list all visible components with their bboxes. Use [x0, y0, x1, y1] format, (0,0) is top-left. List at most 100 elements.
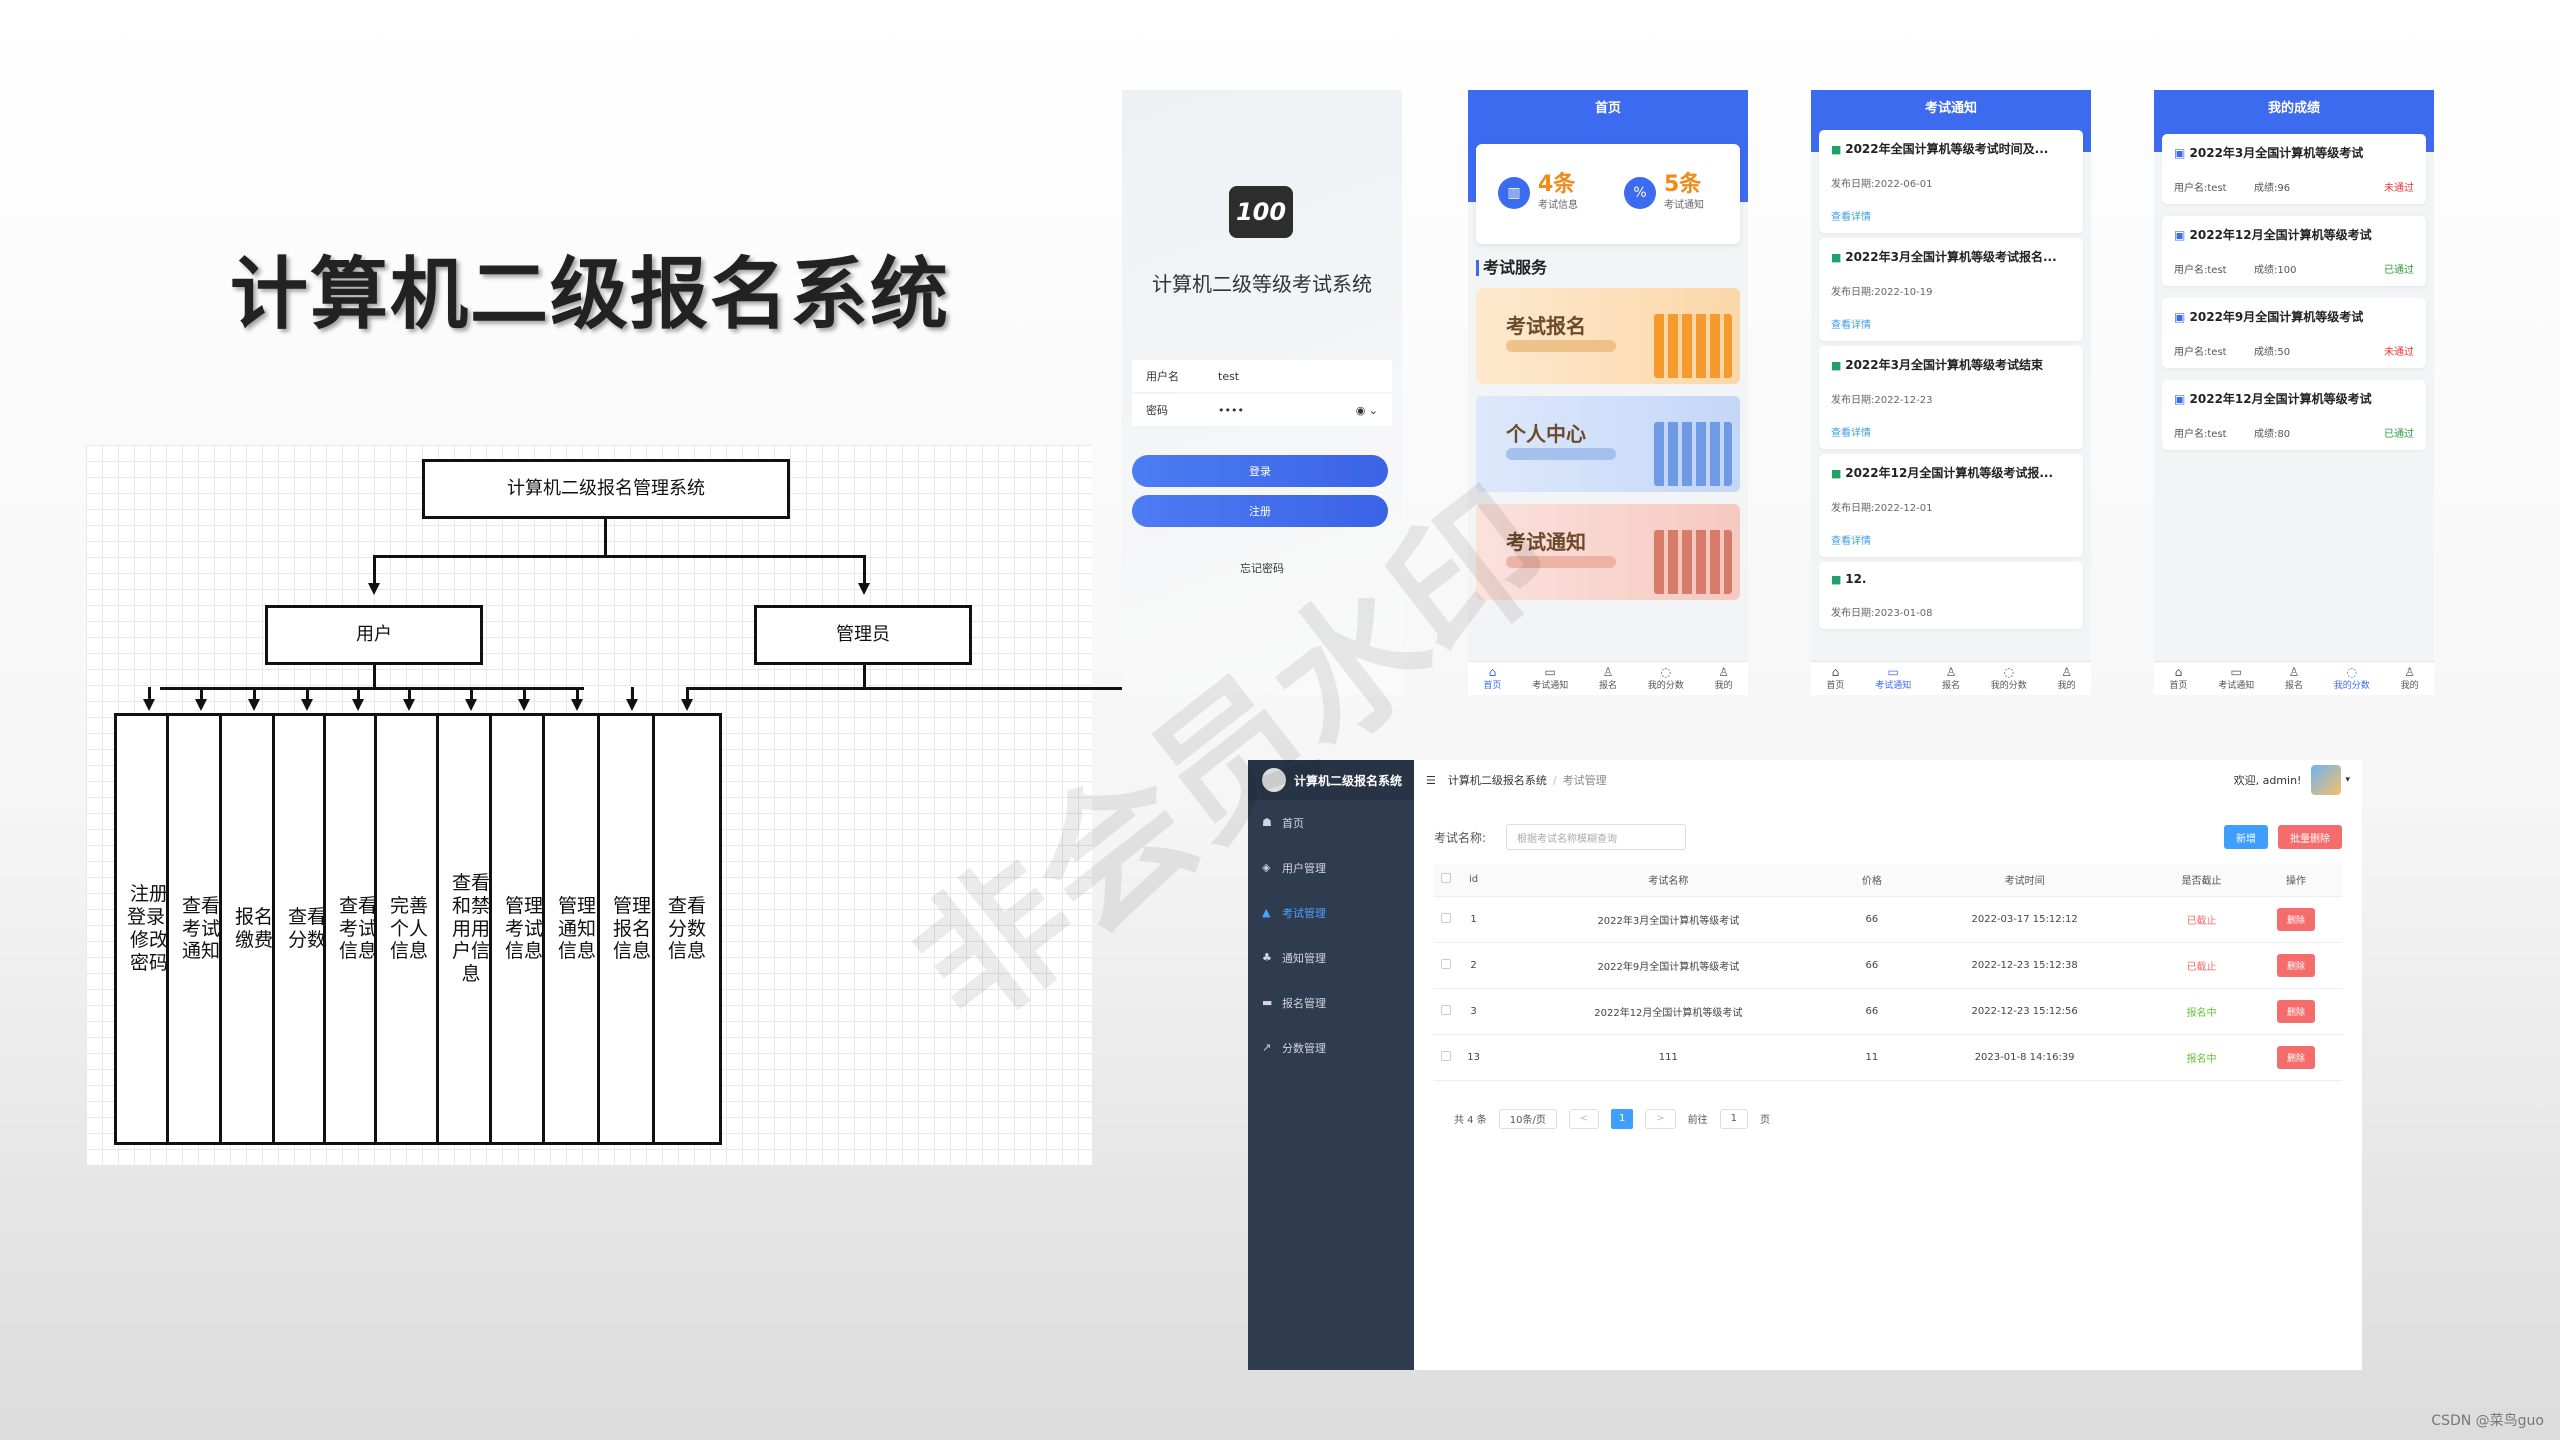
score-result: 已通过 — [2384, 429, 2414, 440]
tab-item[interactable]: ♙报名 — [1599, 666, 1617, 691]
delete-button[interactable]: 删除 — [2276, 953, 2315, 977]
cell-name: 111 — [1489, 1034, 1848, 1081]
tab-item[interactable]: ◌我的分数 — [1648, 666, 1684, 691]
forgot-password-link[interactable]: 忘记密码 — [1240, 562, 1284, 575]
add-button[interactable]: 新增 — [2224, 825, 2268, 849]
cell-price: 11 — [1847, 1034, 1897, 1081]
score-result: 已通过 — [2384, 265, 2414, 276]
score-value: 成绩:100 — [2254, 261, 2334, 276]
tab-icon: ♙ — [1945, 665, 1957, 679]
tab-icon: ⌂ — [2174, 665, 2183, 679]
date-value: 2022-10-19 — [1874, 287, 1933, 298]
next-page-button[interactable]: > — [1645, 1108, 1676, 1129]
row-checkbox[interactable] — [1434, 942, 1459, 989]
score-user: 用户名:test — [2174, 343, 2254, 358]
admin-main: 考试名称: 根据考试名称模糊查询 新增 批量删除 id 考试名称 价格 考试时间… — [1414, 800, 2362, 1370]
user-value: test — [2207, 347, 2227, 358]
notice-count: 5条 — [1664, 172, 1702, 197]
breadcrumb-root[interactable]: 计算机二级报名系统 — [1447, 774, 1547, 787]
tab-label: 首页 — [1826, 681, 1845, 691]
notice-detail-link[interactable]: 查看详情 — [1831, 212, 1871, 223]
sidebar-item[interactable]: ☗首页 — [1248, 800, 1414, 845]
delete-button[interactable]: 删除 — [2276, 1045, 2315, 1069]
menu-icon: ♣ — [1262, 951, 1272, 964]
tab-item[interactable]: ♙报名 — [1942, 666, 1960, 691]
tab-icon: ◌ — [2346, 665, 2358, 679]
row-checkbox[interactable] — [1434, 896, 1459, 943]
user-avatar[interactable] — [2311, 765, 2342, 795]
tab-item[interactable]: ▭考试通知 — [1875, 666, 1911, 691]
batch-delete-button[interactable]: 批量删除 — [2278, 825, 2342, 849]
col-status: 是否截止 — [2153, 864, 2250, 897]
notice-title: 2022年3月全国计算机等级考试结束 — [1831, 356, 2071, 373]
goto-input[interactable]: 1 — [1719, 1108, 1748, 1129]
tab-item[interactable]: ⌂首页 — [1483, 666, 1501, 691]
menu-toggle-icon[interactable]: ☰ — [1426, 773, 1436, 787]
sidebar-item[interactable]: ↗分数管理 — [1248, 1025, 1414, 1070]
tab-item[interactable]: ⌂首页 — [2169, 666, 2187, 691]
register-button[interactable]: 注册 — [1132, 495, 1388, 527]
row-checkbox[interactable] — [1434, 1034, 1459, 1081]
sidebar-item[interactable]: ◈用户管理 — [1248, 845, 1414, 890]
date-prefix: 发布日期: — [1831, 608, 1875, 619]
cell-action: 删除 — [2249, 988, 2342, 1035]
login-button[interactable]: 登录 — [1132, 455, 1388, 487]
login-title: 计算机二级等级考试系统 — [1152, 272, 1372, 296]
password-field[interactable]: 密码••••◉ ⌄ — [1132, 394, 1392, 426]
admin-leaf-label: 查看和禁用用户信息 — [451, 872, 490, 986]
page-number[interactable]: 1 — [1611, 1108, 1634, 1129]
sidebar-item[interactable]: ▬报名管理 — [1248, 980, 1414, 1025]
user-prefix: 用户名: — [2174, 429, 2208, 440]
service-exam-notice[interactable]: 考试通知 — [1476, 504, 1740, 600]
user-prefix: 用户名: — [2174, 183, 2208, 194]
avatar — [1262, 768, 1286, 792]
sidebar-item[interactable]: ♣通知管理 — [1248, 935, 1414, 980]
eye-icon[interactable]: ◉ ⌄ — [1355, 403, 1378, 417]
delete-button[interactable]: 删除 — [2276, 999, 2315, 1023]
notice-detail-link[interactable]: 查看详情 — [1831, 428, 1871, 439]
service-personal-center[interactable]: 个人中心 — [1476, 396, 1740, 492]
menu-icon: ↗ — [1262, 1041, 1272, 1054]
col-name: 考试名称 — [1489, 864, 1848, 897]
tab-item[interactable]: ♙我的 — [2058, 666, 2076, 691]
tab-item[interactable]: ♙报名 — [2285, 666, 2303, 691]
sidebar-item[interactable]: ▲考试管理 — [1248, 890, 1414, 935]
notice-date: 发布日期:2023-01-08 — [1831, 604, 2071, 619]
notice-detail-link[interactable]: 查看详情 — [1831, 320, 1871, 331]
service-exam-signup[interactable]: 考试报名 — [1476, 288, 1740, 384]
tab-item[interactable]: ♙我的 — [2401, 666, 2419, 691]
row-checkbox[interactable] — [1434, 988, 1459, 1035]
page-size-select[interactable]: 10条/页 — [1498, 1108, 1557, 1129]
prev-page-button[interactable]: < — [1568, 1108, 1600, 1129]
tab-item[interactable]: ◌我的分数 — [2334, 666, 2370, 691]
tab-item[interactable]: ♙我的 — [1715, 666, 1733, 691]
notice-detail-link[interactable]: 查看详情 — [1831, 536, 1871, 547]
date-prefix: 发布日期: — [1831, 179, 1875, 190]
tab-item[interactable]: ▭考试通知 — [2218, 666, 2254, 691]
menu-label: 首页 — [1282, 816, 1304, 830]
mobile-notice-screen: 考试通知 2022年全国计算机等级考试时间及...发布日期:2022-06-01… — [1811, 90, 2091, 695]
diagram-admin-node: 管理员 — [754, 605, 972, 665]
tab-item[interactable]: ▭考试通知 — [1532, 666, 1568, 691]
chevron-down-icon[interactable]: ▾ — [2345, 775, 2350, 785]
delete-button[interactable]: 删除 — [2276, 907, 2315, 931]
user-leaf-node: 完善个人信息 — [374, 713, 444, 1145]
tab-item[interactable]: ⌂首页 — [1826, 666, 1844, 691]
select-all-checkbox[interactable] — [1434, 864, 1459, 897]
user-prefix: 用户名: — [2174, 265, 2208, 276]
structure-diagram: 计算机二级报名管理系统 用户 管理员 注册登录,修改密码查看考试通知报名缴费查看… — [86, 445, 1127, 1165]
notice-card[interactable]: 12.发布日期:2023-01-08 — [1819, 562, 2083, 629]
tab-item[interactable]: ◌我的分数 — [1991, 666, 2027, 691]
date-value: 2023-01-08 — [1874, 608, 1933, 619]
exam-name-search-input[interactable]: 根据考试名称模糊查询 — [1506, 824, 1687, 850]
